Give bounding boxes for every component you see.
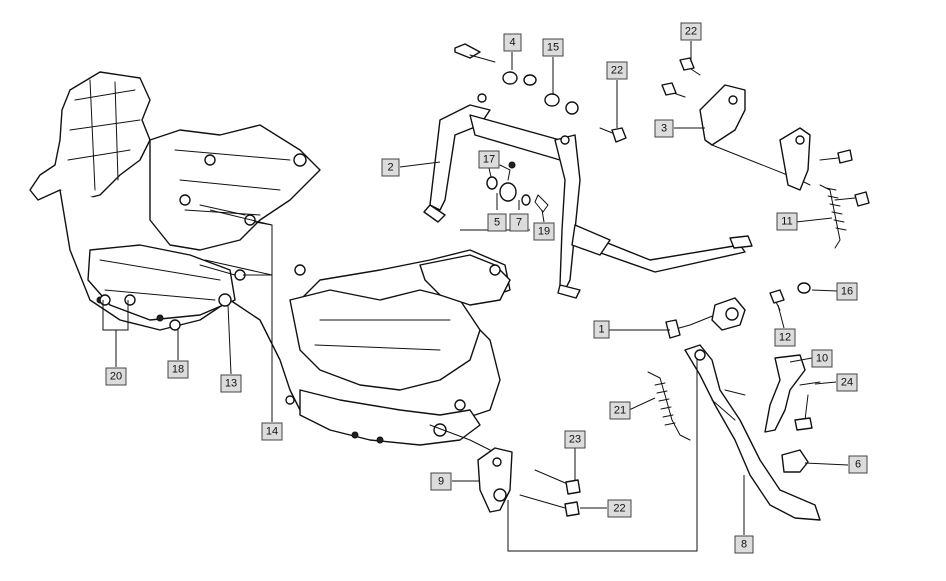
- stand-bracket: [661, 57, 870, 249]
- stand-hardware: [486, 161, 549, 213]
- frame-assembly: [29, 71, 511, 446]
- callout-22-top-text: 22: [685, 26, 697, 38]
- callout-8: 8: [734, 535, 754, 554]
- small-bolts: [769, 282, 811, 311]
- side-stand: [684, 344, 821, 521]
- callout-3: 3: [654, 119, 674, 138]
- callout-24: 24: [836, 373, 858, 392]
- callout-1-text: 1: [598, 324, 604, 336]
- callout-16-text: 16: [841, 286, 853, 298]
- callout-17-text: 17: [483, 154, 495, 166]
- callout-14-text: 14: [266, 426, 278, 438]
- callout-7-text: 7: [516, 217, 522, 229]
- callout-13: 13: [220, 374, 242, 393]
- callout-24-text: 24: [841, 377, 853, 389]
- callout-6: 6: [848, 455, 868, 474]
- callout-10: 10: [811, 349, 833, 368]
- callout-18: 18: [167, 360, 189, 379]
- callout-2-text: 2: [387, 162, 393, 174]
- callout-22-top: 22: [680, 22, 702, 41]
- callout-15: 15: [542, 38, 564, 57]
- callout-3-text: 3: [661, 123, 667, 135]
- callout-23-text: 23: [569, 434, 581, 446]
- callout-23: 23: [564, 430, 586, 449]
- callout-4-text: 4: [509, 37, 515, 49]
- callout-4: 4: [503, 33, 522, 52]
- callout-22-bottom-text: 22: [613, 503, 625, 515]
- callout-20: 20: [105, 367, 127, 386]
- callout-15-text: 15: [547, 42, 559, 54]
- callout-17: 17: [478, 150, 500, 169]
- callout-12: 12: [774, 328, 796, 347]
- callout-12-text: 12: [779, 332, 791, 344]
- side-stand-spring: [647, 371, 691, 441]
- callout-19: 19: [533, 222, 555, 241]
- callout-5-text: 5: [494, 217, 500, 229]
- callout-21-text: 21: [614, 405, 626, 417]
- callout-6-text: 6: [855, 459, 861, 471]
- center-stand: [423, 93, 753, 299]
- stand-mount-bracket: [429, 424, 581, 517]
- callout-22-middle: 22: [606, 61, 628, 80]
- callout-5: 5: [487, 213, 507, 232]
- callout-20-text: 20: [110, 371, 122, 383]
- callout-11: 11: [776, 212, 798, 231]
- callout-8-text: 8: [741, 539, 747, 551]
- frame-bolts: [99, 204, 256, 331]
- callout-16: 16: [836, 282, 858, 301]
- stand-pad: [764, 354, 821, 473]
- side-stand-switch: [665, 297, 746, 339]
- callout-10-text: 10: [816, 353, 828, 365]
- callout-14: 14: [261, 422, 283, 441]
- stand-bolts: [454, 43, 627, 143]
- callout-19-text: 19: [538, 226, 550, 238]
- callout-9-text: 9: [438, 476, 444, 488]
- callout-13-text: 13: [225, 378, 237, 390]
- callout-7: 7: [509, 213, 529, 232]
- callout-22-bottom: 22: [607, 499, 632, 518]
- callout-1: 1: [593, 320, 610, 339]
- callout-22-middle-text: 22: [611, 65, 623, 77]
- callout-11-text: 11: [781, 216, 792, 228]
- callout-18-text: 18: [172, 364, 184, 376]
- callout-2: 2: [381, 158, 400, 177]
- callout-21: 21: [609, 401, 631, 420]
- callout-9: 9: [430, 472, 452, 491]
